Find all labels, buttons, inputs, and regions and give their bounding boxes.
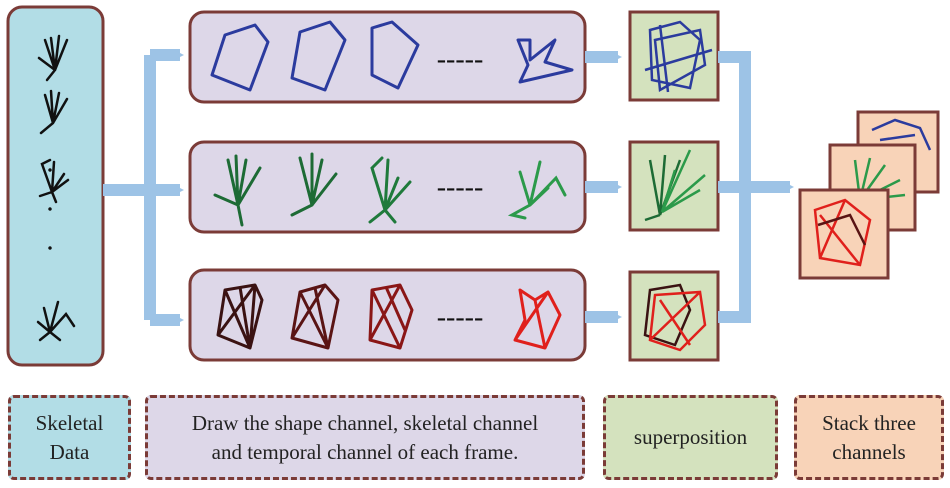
legend-stack-channels: Stack three channels [794,395,944,480]
superposed-shape [644,20,713,93]
legend-superposition: superposition [603,395,778,480]
split-arrows [103,49,184,326]
stacked-skeletal-content [853,157,906,202]
merge-arrows [718,51,794,323]
superposed-temporal [643,283,707,352]
shape-frames [210,20,574,92]
shape-ellipsis: ----- [437,44,484,75]
skeletal-frames [213,152,567,227]
temporal-frame-2 [290,283,340,350]
skeleton-sequence [36,34,76,342]
temporal-frame-4 [513,288,562,350]
skeletal-ellipsis: ----- [437,172,484,203]
skeleton-frame-2 [39,89,69,135]
skeletal-frame-4 [507,160,567,220]
skeleton-frame-4 [36,300,76,342]
stacked-shape-content [871,118,932,151]
shape-frame-3 [370,20,420,90]
superposed-skeletal [644,149,706,222]
shape-frame-1 [210,23,270,92]
legend-skeletal-data: Skeletal Data [8,395,131,480]
temporal-ellipsis: ----- [437,302,484,333]
stacked-temporal-content [813,198,872,267]
temporal-frame-3 [368,283,414,350]
skeletal-frame-1 [213,154,262,227]
skeletal-panel-ellipsis: . . . [42,166,75,264]
shape-frame-4 [516,38,574,84]
superposition-arrows [585,51,622,323]
temporal-frame-1 [216,283,264,350]
skeletal-frame-2 [290,152,338,217]
skeleton-frame-3 [38,158,70,204]
temporal-frames [216,283,562,350]
skeletal-frame-3 [368,156,412,224]
skeleton-frame-1 [37,34,69,82]
shape-frame-2 [290,20,347,92]
legend-draw-channels: Draw the shape channel, skeletal channel… [145,395,585,480]
